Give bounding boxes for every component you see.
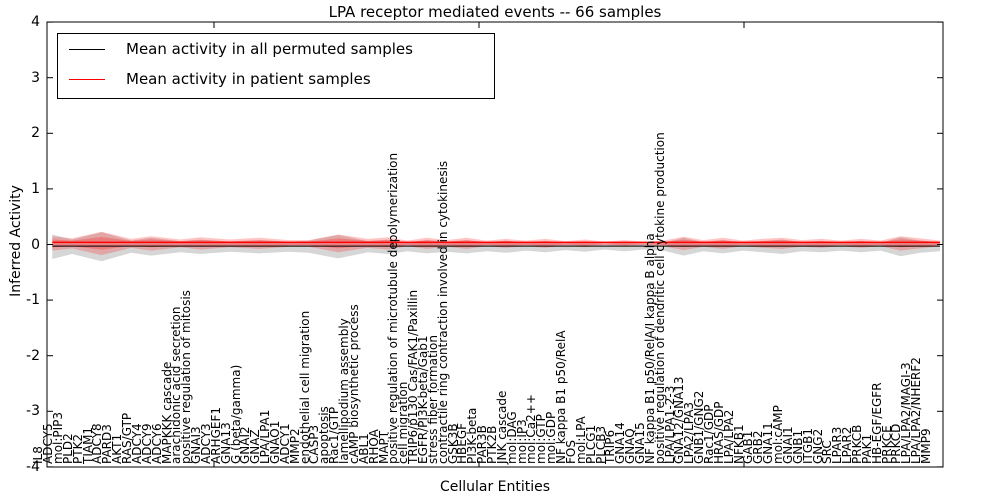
permuted-band [52,232,941,262]
legend-item-patient: Mean activity in patient samples [58,66,494,94]
y-tick-label: 2 [31,125,40,142]
legend-box: Mean activity in all permuted samples Me… [57,33,495,99]
x-tick-label: contractile ring contraction involved in… [435,160,450,464]
y-tick-label: -4 [26,458,40,475]
y-tick-label: -2 [26,347,40,364]
y-tick-label: 3 [31,69,40,86]
y-tick-label: 1 [31,180,40,197]
x-axis-label: Cellular Entities [439,479,551,495]
x-tick-label: MMP9 [919,428,933,464]
y-tick-label: 0 [31,236,40,253]
legend-label: Mean activity in patient samples [126,70,371,88]
legend-item-permuted: Mean activity in all permuted samples [58,36,494,64]
y-tick-label: -3 [26,403,40,420]
legend-line-black-icon [69,49,105,50]
legend-line-red-icon [69,79,105,80]
chart-title: LPA receptor mediated events -- 66 sampl… [328,3,662,21]
legend-label: Mean activity in all permuted samples [126,40,413,58]
patient-band-inner [52,237,941,250]
patient-band-outer [52,231,941,256]
y-tick-label: -1 [26,292,40,309]
y-tick-label: 4 [31,14,40,31]
